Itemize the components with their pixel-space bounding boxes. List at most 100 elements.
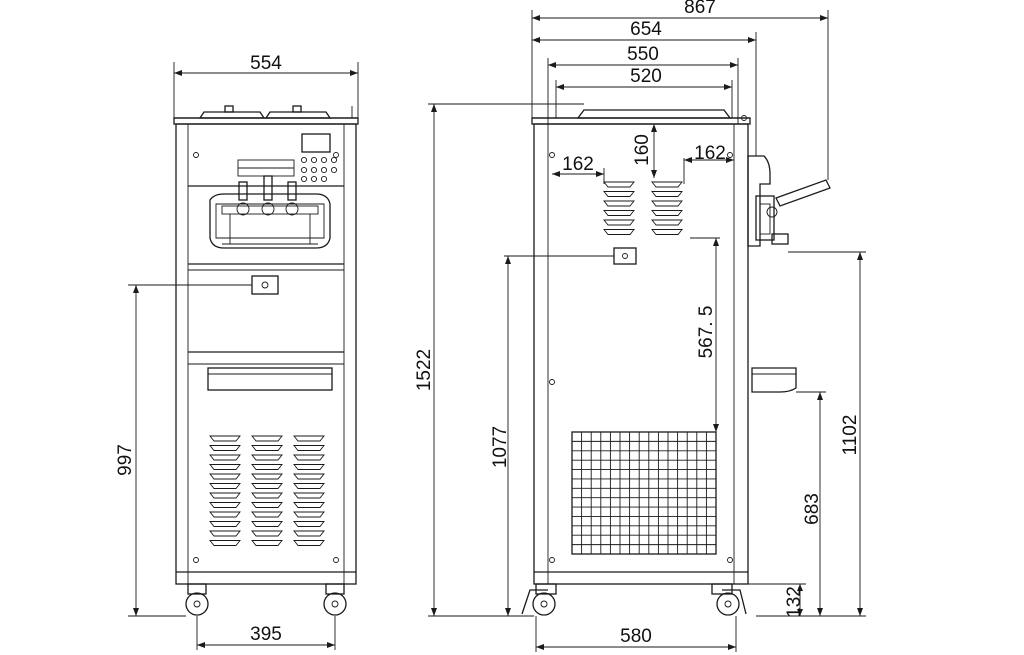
vent-louver <box>251 454 283 461</box>
side-caster-left <box>521 583 557 616</box>
dispense-handles <box>236 175 299 216</box>
vent-louver <box>251 445 283 451</box>
vent-louver <box>251 502 283 508</box>
side-view <box>521 109 831 616</box>
vent-louver <box>293 454 325 461</box>
front-view <box>173 105 359 616</box>
display-screen <box>301 133 331 153</box>
vent-louver <box>651 200 683 207</box>
dim-1077-label: 1077 <box>490 426 511 468</box>
dim-654-label: 654 <box>630 19 662 40</box>
vent-louver <box>603 200 635 207</box>
vent-louver <box>603 181 635 188</box>
vent-louver <box>651 210 683 216</box>
vent-louver <box>251 435 283 442</box>
vent-louver <box>651 181 683 188</box>
vent-louver <box>293 511 325 518</box>
panel-buttons <box>300 156 338 183</box>
side-dispensing-head <box>747 155 831 393</box>
side-dimension-1077: 1077 <box>490 255 614 616</box>
vent-louver <box>251 473 283 480</box>
dim-160-label: 160 <box>632 134 653 166</box>
vent-louver <box>251 521 283 527</box>
front-dimension-997: 997 <box>115 284 252 617</box>
vent-louver <box>603 219 635 226</box>
dim-683-label: 683 <box>802 493 823 525</box>
dim-1522-label: 1522 <box>414 349 435 391</box>
vent-louver <box>209 530 241 537</box>
vent-louver <box>293 464 325 470</box>
vent-louver <box>251 464 283 470</box>
front-vents <box>209 435 325 546</box>
vent-louver <box>293 502 325 508</box>
vent-louver <box>651 191 683 197</box>
vent-louver <box>251 511 283 518</box>
grid-frame <box>571 431 717 555</box>
dim-867-label: 867 <box>684 0 716 18</box>
vent-louver <box>209 492 241 499</box>
vent-louver <box>209 540 241 546</box>
vent-louver <box>293 492 325 499</box>
side-dimension-520: 520 <box>555 66 733 118</box>
vent-louver <box>293 445 325 451</box>
side-body <box>533 123 749 585</box>
dim-554-label: 554 <box>250 53 282 74</box>
side-dimension-867: 867 <box>531 0 829 180</box>
vent-louver <box>293 435 325 442</box>
front-caster-right <box>323 583 347 616</box>
vent-louver <box>209 502 241 508</box>
front-caster-left <box>185 583 209 616</box>
side-hopper-lid <box>576 109 732 119</box>
vent-louver <box>209 445 241 451</box>
vent-louver <box>651 229 683 235</box>
side-drip-tray <box>751 367 797 393</box>
dim-567-5-label: 567. 5 <box>696 306 717 359</box>
vent-louver <box>603 210 635 216</box>
vent-louver <box>293 540 325 546</box>
vent-louver <box>293 483 325 489</box>
side-dimension-162-left: 162 <box>552 154 605 184</box>
vent-louver <box>603 191 635 197</box>
front-outlet-mark <box>251 275 279 295</box>
side-dimension-567-5: 567. 5 <box>690 237 720 432</box>
vent-louver <box>651 219 683 226</box>
dispense-lever <box>775 179 831 207</box>
side-dimension-550: 550 <box>547 44 739 124</box>
side-dimension-162-right: 162 <box>683 143 734 184</box>
vent-louver <box>293 521 325 527</box>
side-dimension-160: 160 <box>632 124 657 178</box>
side-dimension-683: 683 <box>796 391 826 616</box>
dim-580-label: 580 <box>620 626 652 647</box>
vent-louver <box>293 530 325 537</box>
side-dimension-1522: 1522 <box>414 103 584 617</box>
dim-395-label: 395 <box>250 624 282 645</box>
dim-162-left-label: 162 <box>562 154 594 175</box>
side-caster-right <box>711 583 747 616</box>
side-dimension-1102: 1102 <box>756 251 866 617</box>
side-outlet-mark <box>613 247 637 265</box>
top-rim <box>173 117 359 125</box>
vent-louver <box>209 454 241 461</box>
side-dimension-580: 580 <box>535 616 737 652</box>
dispensing-head <box>209 175 331 249</box>
vent-louver <box>209 521 241 527</box>
vent-louver <box>209 464 241 470</box>
hopper-lids <box>174 105 358 119</box>
vent-louver <box>251 540 283 546</box>
control-panel <box>188 133 344 187</box>
front-dimension-395: 395 <box>196 616 336 650</box>
vent-louver <box>209 511 241 518</box>
machine-body <box>175 123 357 585</box>
vent-louver <box>209 435 241 442</box>
vent-louver <box>293 473 325 480</box>
vent-louver <box>603 229 635 235</box>
vent-louver <box>209 483 241 489</box>
side-upper-vents <box>603 181 683 235</box>
side-dimension-132: 132 <box>748 583 806 618</box>
dim-520-label: 520 <box>630 66 662 87</box>
vent-louver <box>251 530 283 537</box>
vent-louver <box>209 473 241 480</box>
dim-162-right-label: 162 <box>694 143 726 164</box>
condenser-grid <box>571 431 717 555</box>
